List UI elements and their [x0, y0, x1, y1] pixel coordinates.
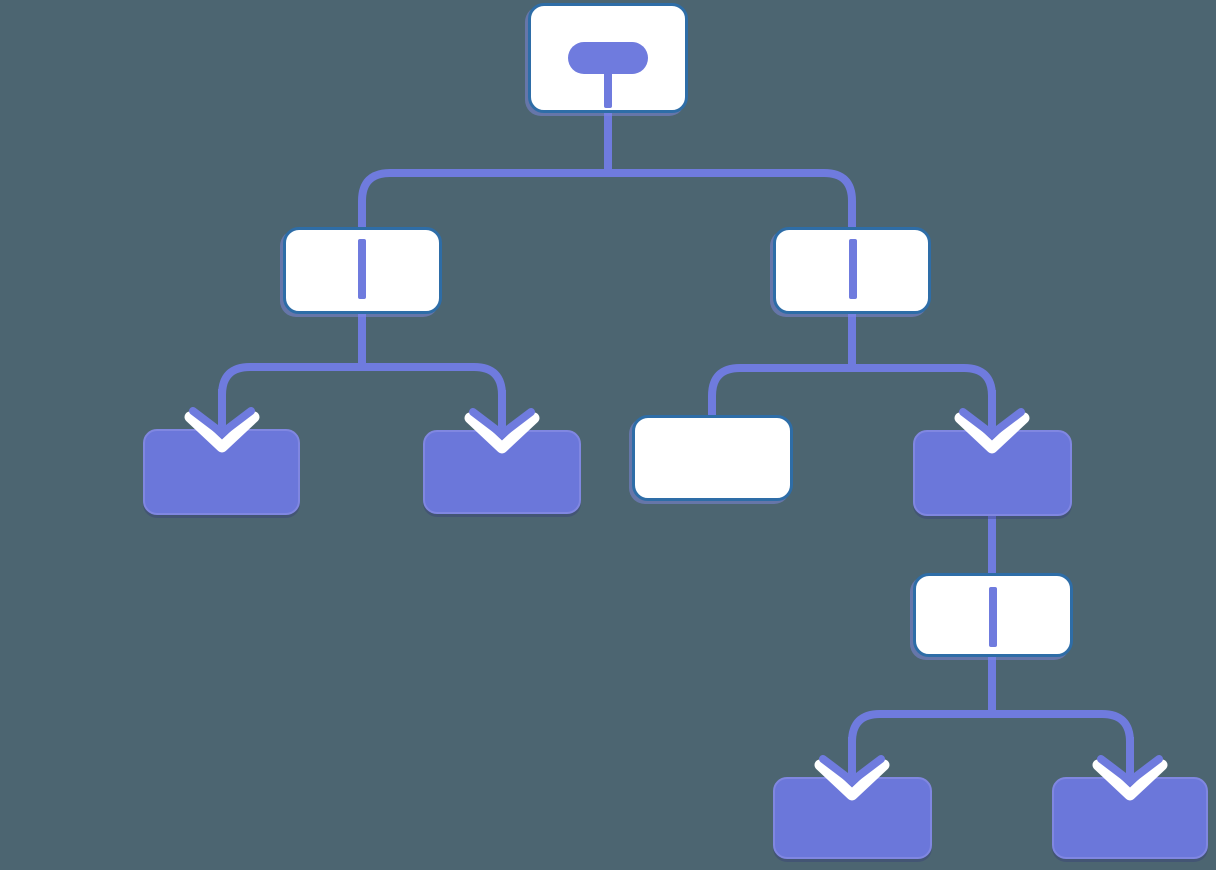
edge-branch-right-to-leaves — [708, 314, 996, 424]
double-chevron-arrow-icon — [814, 737, 890, 801]
pill-placeholder-icon — [568, 42, 648, 74]
cursor-bar-icon — [849, 239, 857, 299]
double-chevron-arrow-icon — [1092, 737, 1168, 801]
edge-root-to-branches — [358, 110, 856, 227]
cursor-bar-icon — [358, 239, 366, 299]
node-branch-right[interactable] — [773, 227, 931, 314]
node-root[interactable] — [528, 3, 688, 113]
node-branch-bottom[interactable] — [913, 573, 1073, 657]
node-branch-left[interactable] — [283, 227, 442, 314]
edge-branch-left-to-leaves — [218, 314, 506, 424]
node-leaf-3[interactable] — [632, 415, 793, 501]
pill-stem — [604, 72, 612, 108]
double-chevron-arrow-icon — [464, 390, 540, 454]
cursor-bar-icon — [989, 587, 997, 647]
double-chevron-arrow-icon — [954, 390, 1030, 454]
double-chevron-arrow-icon — [184, 389, 260, 453]
edge-branch-bottom-to-leaves — [848, 657, 1134, 765]
